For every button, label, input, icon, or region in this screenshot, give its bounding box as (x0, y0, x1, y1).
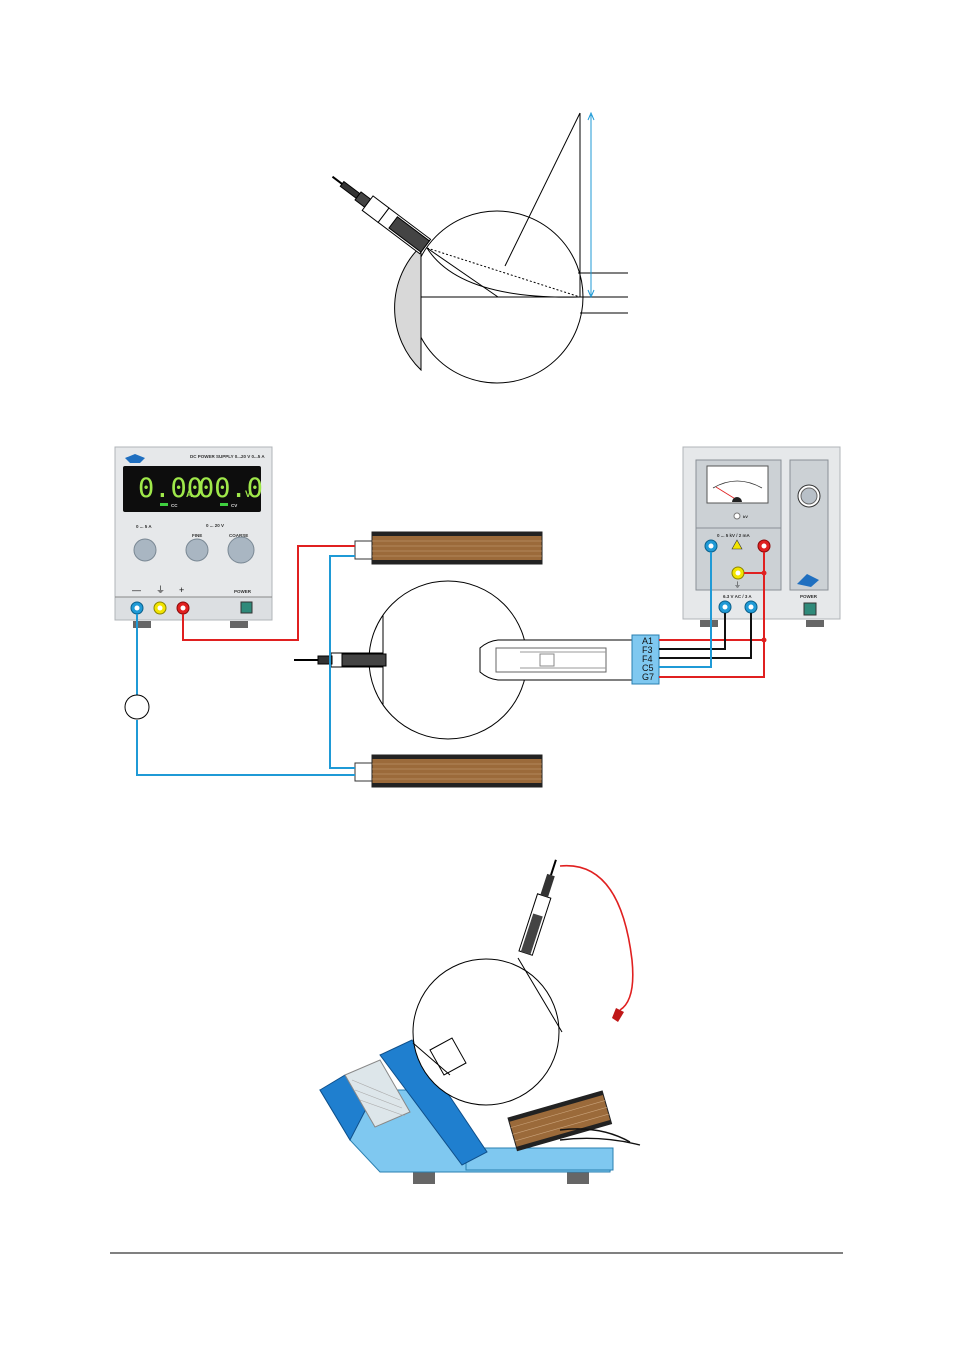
knob-range-label: 0 ... 20 V (206, 523, 224, 528)
beam-entry (427, 248, 498, 297)
tube-connector: A1 F3 F4 C5 G7 (632, 635, 659, 684)
lower-coil-winding (372, 755, 542, 787)
side-probe (519, 858, 563, 956)
hv-foot-right (806, 620, 824, 627)
side-tube-bulb (413, 959, 559, 1105)
current-knob[interactable] (134, 539, 156, 561)
electron-tube (294, 581, 632, 739)
current-display: 0.00 (138, 473, 203, 504)
tube-geometry-figure (327, 113, 628, 383)
upper-coil-winding (372, 532, 542, 564)
dc-supply-title: DC POWER SUPPLY 0...20 V 0...5 A (190, 454, 265, 459)
radius-line (505, 113, 580, 266)
side-coil (508, 1091, 612, 1151)
knob2-label: FINE (192, 533, 202, 538)
current-unit: A (186, 489, 193, 499)
power-button[interactable] (241, 602, 252, 613)
terminal-plus-label: + (179, 585, 184, 595)
cc-led (160, 503, 168, 506)
probe-body (342, 654, 386, 666)
pin-g7: G7 (642, 672, 654, 682)
side-view-figure (320, 858, 640, 1184)
cv-led (220, 503, 228, 506)
foot-left (133, 621, 151, 628)
hv-foot-left (700, 620, 718, 627)
cv-label: CV (231, 503, 237, 508)
lower-coil-clamp (355, 763, 372, 781)
terminal-minus-label: — (132, 585, 141, 595)
coarse-knob[interactable] (228, 537, 254, 563)
red-probe-lead (560, 866, 633, 1010)
fine-knob[interactable] (186, 539, 208, 561)
coil-lead-2 (560, 1138, 640, 1145)
upper-helmholtz-coil (355, 532, 542, 564)
blue-lead-dc-bottom (137, 720, 355, 775)
terminal-gnd-label: ⏚ (156, 585, 165, 595)
black-lead-f4 (659, 613, 751, 658)
hv-power-button[interactable] (804, 603, 816, 615)
ammeter-symbol (125, 695, 149, 719)
power-label: POWER (234, 589, 252, 594)
hv-ground-symbol: ⏚ (734, 581, 741, 589)
voltage-display: 00.0 (198, 473, 263, 504)
voltage-unit: V (245, 489, 251, 499)
meter-zero-adjust[interactable] (734, 513, 740, 519)
lower-helmholtz-coil (355, 755, 542, 787)
dc-power-supply: DC POWER SUPPLY 0...20 V 0...5 A 0.00 A … (115, 447, 272, 628)
filament-label: 6.3 V AC / 3 A (723, 594, 752, 599)
probe (327, 169, 430, 253)
knob1-label: 0 ... 5 A (136, 524, 152, 529)
hv-power-label: POWER (800, 594, 818, 599)
stand-foot-left (413, 1172, 435, 1184)
banana-plug (612, 1008, 624, 1022)
meter-label: kV (743, 514, 748, 519)
stand-platform (466, 1148, 613, 1170)
hv-range-label: 0 ... 5 kV / 2 mA (717, 533, 751, 538)
stand-foot-right (567, 1172, 589, 1184)
hv-power-supply: kV 0 ... 5 kV / 2 mA ⏚ 6.3 V AC / 3 A PO… (683, 447, 840, 627)
beam-chord-dotted (427, 248, 580, 297)
cc-label: CC (171, 503, 178, 508)
tube-screen-segment (395, 246, 421, 370)
knob-panel (790, 460, 828, 590)
foot-right (230, 621, 248, 628)
upper-coil-clamp (355, 541, 372, 559)
